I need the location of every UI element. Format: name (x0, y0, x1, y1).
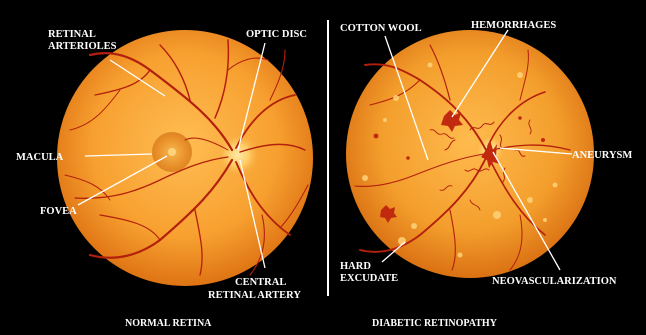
normal-retina-caption: NORMAL RETINA (125, 318, 212, 329)
cotton-wool-label: COTTON WOOL (340, 23, 422, 34)
optic-disc-label: OPTIC DISC (246, 29, 307, 40)
macula-label: MACULA (16, 152, 64, 163)
central-retinal-artery-label-line2: RETINAL ARTERY (208, 290, 301, 301)
diabetic-retinopathy-caption: DIABETIC RETINOPATHY (372, 318, 498, 329)
normal-retina-panel: RETINAL ARTERIOLES OPTIC DISC MACULA FOV… (16, 29, 313, 329)
retinal-arterioles-label-line1: RETINAL (48, 29, 96, 40)
hard-excudate-label-line1: HARD (340, 261, 371, 272)
optic-disc-spot (216, 133, 260, 177)
central-retinal-artery-label-line1: CENTRAL (235, 277, 286, 288)
diabetic-retinopathy-panel: COTTON WOOL HEMORRHAGES ANEURYSM HARD EX… (340, 20, 632, 329)
hard-excudate-label-line2: EXCUDATE (340, 273, 398, 284)
hemorrhages-label: HEMORRHAGES (471, 20, 556, 31)
neovascularization-label: NEOVASCULARIZATION (492, 276, 617, 287)
diabetic-retina-fundus (346, 30, 594, 278)
fovea-spot (168, 148, 176, 156)
aneurysm-label: ANEURYSM (572, 150, 632, 161)
retinal-arterioles-label-line2: ARTERIOLES (48, 41, 117, 52)
fovea-label: FOVEA (40, 206, 77, 217)
